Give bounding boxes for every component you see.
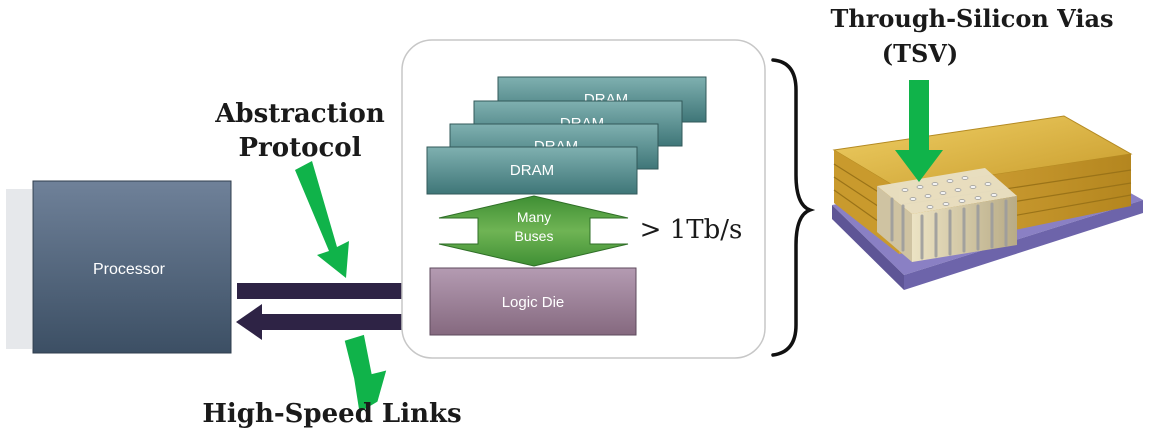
high-speed-links-label: High-Speed Links bbox=[202, 399, 461, 429]
logic-die-block: Logic Die bbox=[429, 267, 637, 336]
processor-label: Processor bbox=[93, 261, 166, 278]
link-arrow-left bbox=[236, 304, 421, 340]
high-speed-links-arrow bbox=[344, 334, 387, 413]
bandwidth-label: > 1Tb/s bbox=[640, 215, 743, 245]
abstraction-arrow bbox=[295, 161, 349, 278]
logic-die-label: Logic Die bbox=[502, 294, 565, 311]
dram-layer-1-label: DRAM bbox=[510, 162, 554, 179]
abstraction-label-line1: Abstraction bbox=[214, 99, 385, 129]
tsv-label-line2: (TSV) bbox=[882, 39, 959, 68]
tsv-arrow bbox=[895, 80, 943, 182]
abstraction-label-line2: Protocol bbox=[239, 133, 362, 163]
tsv-chip-illustration bbox=[832, 115, 1143, 290]
many-buses-label-line1: Many bbox=[517, 209, 551, 225]
many-buses-label-line2: Buses bbox=[515, 228, 554, 244]
tsv-label-line1: Through-Silicon Vias bbox=[830, 4, 1113, 33]
processor-block: Processor bbox=[6, 180, 232, 354]
grouping-brace bbox=[771, 58, 816, 357]
many-buses-arrow: Many Buses bbox=[438, 195, 629, 267]
link-arrow-right bbox=[237, 273, 429, 309]
dram-layer-1: DRAM bbox=[426, 146, 638, 195]
